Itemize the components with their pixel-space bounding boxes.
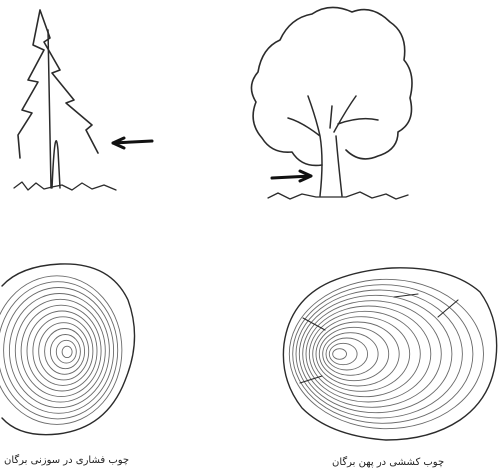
- growth-ring: [323, 333, 378, 376]
- conifer-trunk-cross-section: [0, 264, 135, 435]
- growth-ring: [333, 349, 347, 360]
- growth-ring: [39, 323, 89, 380]
- arrow-icon: [272, 171, 311, 181]
- growth-ring: [329, 343, 357, 364]
- growth-ring: [0, 282, 118, 419]
- growth-ring: [296, 290, 462, 418]
- growth-ring: [33, 317, 93, 386]
- growth-ring: [299, 295, 452, 412]
- growth-ring: [56, 340, 76, 363]
- growth-ring: [316, 322, 399, 386]
- growth-ring: [306, 306, 431, 402]
- arrow-icon: [113, 138, 152, 148]
- conifer-tree: [14, 10, 116, 190]
- broadleaf-tree: [251, 7, 412, 199]
- caption-tension-wood: چوب کششی در پهن برگان: [332, 457, 444, 468]
- growth-ring: [15, 299, 105, 402]
- caption-compression-wood: چوب فشاری در سوزنی برگان: [4, 455, 129, 466]
- broadleaf-trunk-cross-section: [283, 268, 496, 440]
- growth-ring: [62, 346, 72, 357]
